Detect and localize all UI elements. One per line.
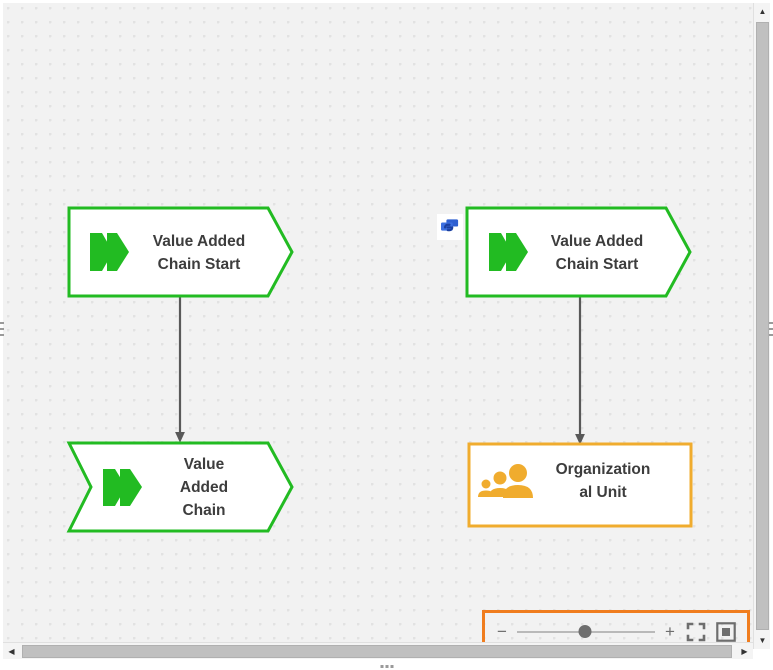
- right-splitter-grip[interactable]: [769, 322, 773, 336]
- zoom-slider-thumb[interactable]: [578, 625, 592, 638]
- left-splitter-grip[interactable]: [0, 322, 4, 336]
- node-value-added-chain[interactable]: Value Added Chain: [66, 441, 294, 533]
- node-label-line-2: Added: [180, 479, 228, 496]
- node-label-line-2: Chain Start: [158, 256, 241, 273]
- scroll-left-button[interactable]: ◀: [8, 647, 15, 656]
- node-organizational-unit[interactable]: Organization al Unit: [467, 442, 693, 528]
- zoom-out-button[interactable]: −: [497, 622, 507, 641]
- bottom-resize-grip[interactable]: [380, 665, 393, 668]
- zoom-toolbar[interactable]: − +: [482, 610, 750, 649]
- node-shape[interactable]: [465, 206, 692, 298]
- diagram-svg: Value Added Chain Start Value Added Chai…: [66, 206, 693, 533]
- people-group-icon: [478, 464, 533, 498]
- horizontal-scrollbar-thumb[interactable]: [22, 645, 732, 658]
- node-shape[interactable]: [467, 442, 693, 528]
- scroll-up-button[interactable]: ▲: [758, 7, 767, 16]
- vertical-scrollbar-thumb[interactable]: [756, 22, 769, 630]
- diagram-canvas[interactable]: Value Added Chain Start Value Added Chai…: [3, 3, 753, 649]
- zoom-slider[interactable]: [517, 624, 655, 640]
- scroll-right-button[interactable]: ▶: [741, 647, 748, 656]
- actual-size-icon[interactable]: [715, 621, 737, 643]
- node-label-line-1: Organization: [556, 461, 651, 478]
- double-chevron-icon: [90, 233, 129, 271]
- node-label-line-1: Value: [184, 456, 225, 473]
- node-shape[interactable]: [66, 441, 294, 533]
- node-label-line-1: Value Added: [153, 233, 245, 250]
- node-label-line-2: al Unit: [579, 484, 626, 501]
- zoom-in-button[interactable]: +: [665, 622, 675, 641]
- node-value-added-chain-start-left[interactable]: Value Added Chain Start: [67, 206, 294, 298]
- vertical-scrollbar[interactable]: ▲ ▼: [753, 3, 770, 649]
- double-chevron-icon: [489, 233, 528, 271]
- node-label-line-1: Value Added: [551, 233, 643, 250]
- scroll-down-button[interactable]: ▼: [758, 636, 767, 645]
- node-value-added-chain-start-right[interactable]: Value Added Chain Start: [465, 206, 692, 298]
- double-chevron-icon: [103, 469, 142, 506]
- fit-to-screen-icon[interactable]: [685, 621, 707, 643]
- node-label-line-3: Chain: [182, 502, 225, 519]
- node-label-line-2: Chain Start: [556, 256, 639, 273]
- node-shape[interactable]: [67, 206, 294, 298]
- link-icon[interactable]: [437, 214, 463, 240]
- horizontal-scrollbar[interactable]: ◀ ▶: [3, 642, 753, 659]
